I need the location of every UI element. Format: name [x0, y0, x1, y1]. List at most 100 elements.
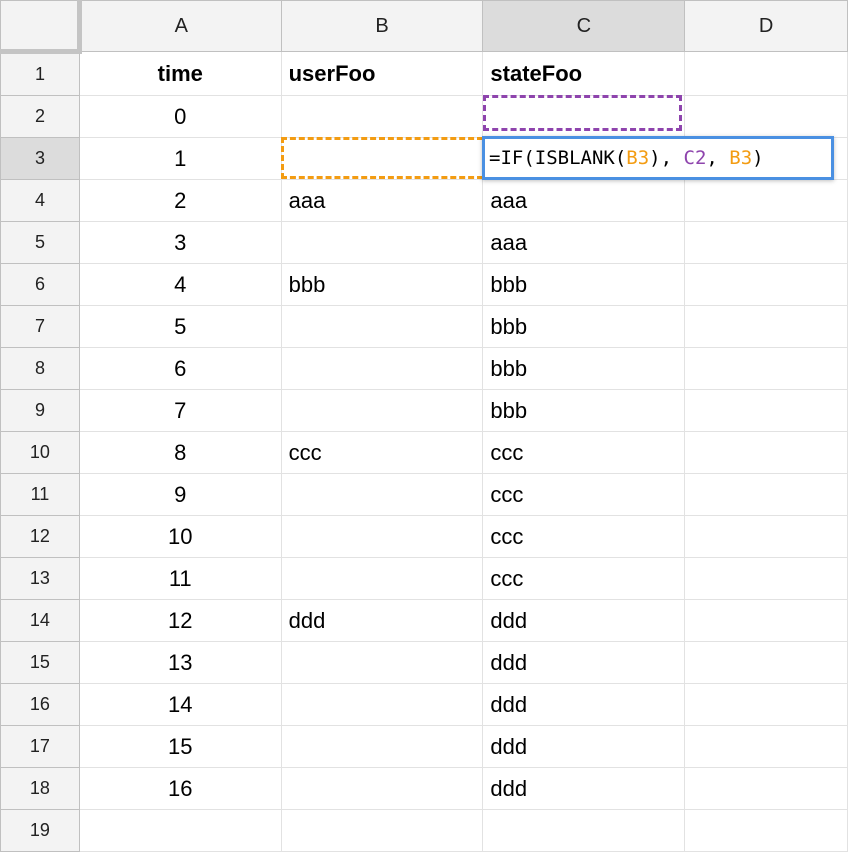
cell-b10[interactable]: ccc: [280, 431, 484, 474]
cell-b9[interactable]: [280, 389, 484, 432]
cell-b12[interactable]: [280, 515, 484, 558]
cell-c11[interactable]: ccc: [482, 473, 686, 516]
row-header[interactable]: 4: [0, 179, 80, 222]
row-header[interactable]: 17: [0, 725, 80, 768]
cell-d8[interactable]: [684, 347, 848, 390]
cell-a15[interactable]: 13: [78, 641, 282, 684]
cell-a18[interactable]: 16: [78, 767, 282, 810]
cell-c1[interactable]: stateFoo: [482, 51, 686, 96]
cell-d15[interactable]: [684, 641, 848, 684]
row-header[interactable]: 12: [0, 515, 80, 558]
cell-c14[interactable]: ddd: [482, 599, 686, 642]
cell-d18[interactable]: [684, 767, 848, 810]
cell-b11[interactable]: [280, 473, 484, 516]
cell-a17[interactable]: 15: [78, 725, 282, 768]
cell-a11[interactable]: 9: [78, 473, 282, 516]
cell-b8[interactable]: [280, 347, 484, 390]
cell-d17[interactable]: [684, 725, 848, 768]
cell-d6[interactable]: [684, 263, 848, 306]
cell-d11[interactable]: [684, 473, 848, 516]
cell-c16[interactable]: ddd: [482, 683, 686, 726]
row-header[interactable]: 9: [0, 389, 80, 432]
column-header-b[interactable]: B: [280, 0, 484, 52]
cell-b5[interactable]: [280, 221, 484, 264]
column-header-d[interactable]: D: [684, 0, 848, 52]
cell-d4[interactable]: [684, 179, 848, 222]
cell-c5[interactable]: aaa: [482, 221, 686, 264]
column-header-c[interactable]: C: [482, 0, 686, 52]
cell-a19[interactable]: [78, 809, 282, 852]
cell-a1[interactable]: time: [78, 51, 282, 96]
cell-b1[interactable]: userFoo: [280, 51, 484, 96]
cell-b14[interactable]: ddd: [280, 599, 484, 642]
cell-a4[interactable]: 2: [78, 179, 282, 222]
row-header[interactable]: 3: [0, 137, 80, 180]
formula-cell-reference: B3: [729, 147, 753, 169]
cell-a3[interactable]: 1: [78, 137, 282, 180]
cell-a14[interactable]: 12: [78, 599, 282, 642]
cell-a13[interactable]: 11: [78, 557, 282, 600]
row-header[interactable]: 19: [0, 809, 80, 852]
cell-d7[interactable]: [684, 305, 848, 348]
cell-b17[interactable]: [280, 725, 484, 768]
cell-c15[interactable]: ddd: [482, 641, 686, 684]
cell-formula-editor[interactable]: =IF(ISBLANK(B3), C2, B3): [482, 136, 834, 180]
row-header[interactable]: 5: [0, 221, 80, 264]
cell-a6[interactable]: 4: [78, 263, 282, 306]
cell-c10[interactable]: ccc: [482, 431, 686, 474]
row-header[interactable]: 8: [0, 347, 80, 390]
cell-b6[interactable]: bbb: [280, 263, 484, 306]
cell-d2[interactable]: [684, 95, 848, 138]
cell-b13[interactable]: [280, 557, 484, 600]
cell-b7[interactable]: [280, 305, 484, 348]
cell-d16[interactable]: [684, 683, 848, 726]
row-header[interactable]: 15: [0, 641, 80, 684]
cell-a16[interactable]: 14: [78, 683, 282, 726]
row-header[interactable]: 13: [0, 557, 80, 600]
cell-c9[interactable]: bbb: [482, 389, 686, 432]
cell-d14[interactable]: [684, 599, 848, 642]
cell-b15[interactable]: [280, 641, 484, 684]
cell-a10[interactable]: 8: [78, 431, 282, 474]
cell-d5[interactable]: [684, 221, 848, 264]
cell-c4[interactable]: aaa: [482, 179, 686, 222]
cell-a8[interactable]: 6: [78, 347, 282, 390]
select-all-corner[interactable]: [0, 0, 82, 54]
cell-a7[interactable]: 5: [78, 305, 282, 348]
row-header[interactable]: 10: [0, 431, 80, 474]
cell-c12[interactable]: ccc: [482, 515, 686, 558]
cell-c19[interactable]: [482, 809, 686, 852]
cell-d1[interactable]: [684, 51, 848, 96]
row-header[interactable]: 7: [0, 305, 80, 348]
cell-b19[interactable]: [280, 809, 484, 852]
cell-d9[interactable]: [684, 389, 848, 432]
row-header[interactable]: 1: [0, 51, 80, 96]
row-header[interactable]: 16: [0, 683, 80, 726]
row-header[interactable]: 18: [0, 767, 80, 810]
row-header[interactable]: 2: [0, 95, 80, 138]
cell-d10[interactable]: [684, 431, 848, 474]
cell-b2[interactable]: [280, 95, 484, 138]
cell-d13[interactable]: [684, 557, 848, 600]
cell-a9[interactable]: 7: [78, 389, 282, 432]
cell-a5[interactable]: 3: [78, 221, 282, 264]
cell-a2[interactable]: 0: [78, 95, 282, 138]
row-header[interactable]: 14: [0, 599, 80, 642]
cell-b18[interactable]: [280, 767, 484, 810]
column-header-a[interactable]: A: [78, 0, 282, 52]
cell-c13[interactable]: ccc: [482, 557, 686, 600]
cell-b16[interactable]: [280, 683, 484, 726]
cell-a12[interactable]: 10: [78, 515, 282, 558]
cell-c6[interactable]: bbb: [482, 263, 686, 306]
row-header[interactable]: 11: [0, 473, 80, 516]
cell-c17[interactable]: ddd: [482, 725, 686, 768]
cell-c8[interactable]: bbb: [482, 347, 686, 390]
cell-b4[interactable]: aaa: [280, 179, 484, 222]
formula-text: ): [752, 147, 764, 169]
row-header[interactable]: 6: [0, 263, 80, 306]
cell-d19[interactable]: [684, 809, 848, 852]
cell-d12[interactable]: [684, 515, 848, 558]
cell-c18[interactable]: ddd: [482, 767, 686, 810]
cell-c7[interactable]: bbb: [482, 305, 686, 348]
